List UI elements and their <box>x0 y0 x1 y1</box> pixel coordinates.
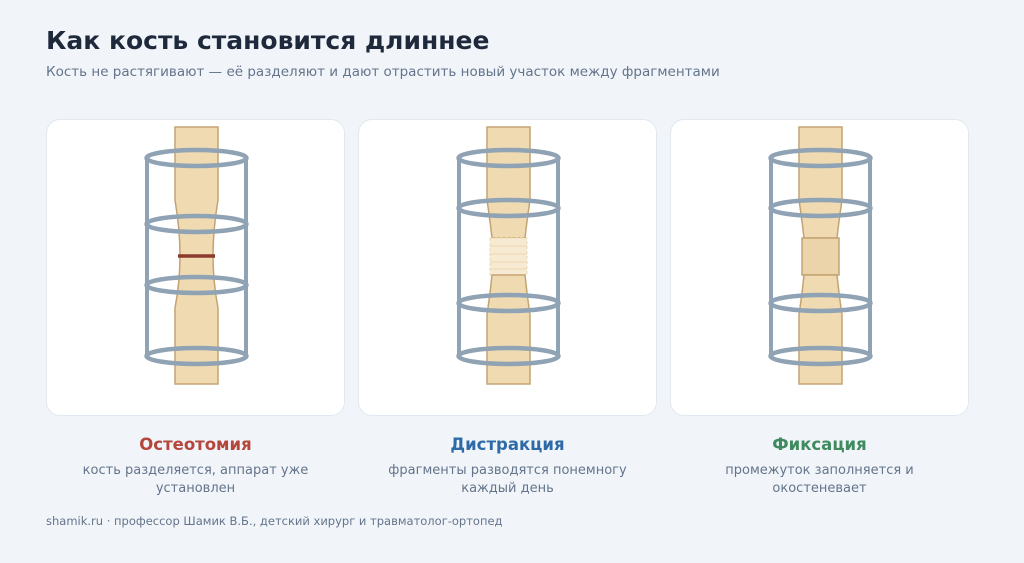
frame-ring <box>456 147 561 169</box>
stage-fixation-caption: Фиксация промежуток заполняется и окосте… <box>670 434 969 498</box>
stage-distraction-panel <box>358 119 657 416</box>
frame-ring <box>768 292 873 314</box>
frame-ring <box>768 345 873 367</box>
frame-ring <box>456 345 561 367</box>
fixation-illustration <box>768 126 873 385</box>
regenerate-zone <box>489 237 528 276</box>
frame-ring <box>144 147 249 169</box>
frame-ring <box>768 147 873 169</box>
bone-lower-part <box>798 274 843 385</box>
footer-credit: shamik.ru · профессор Шамик В.Б., детски… <box>46 514 503 528</box>
stage-osteotomy-panel <box>46 119 345 416</box>
distraction-illustration <box>456 126 561 385</box>
stage-distraction-caption: Дистракция фрагменты разводятся понемног… <box>358 434 657 498</box>
bone-upper-part <box>798 126 843 239</box>
bone-lower-fragment <box>486 274 531 385</box>
page-title: Как кость становится длиннее <box>46 26 490 55</box>
stage-title: Остеотомия <box>139 435 252 454</box>
page-subtitle: Кость не растягивают — её разделяют и да… <box>46 64 720 80</box>
frame-ring <box>456 292 561 314</box>
stage-description: кость разделяется, аппарат уже установле… <box>82 463 309 496</box>
frame-ring <box>768 197 873 219</box>
frame-ring <box>144 274 249 296</box>
frame-ring <box>144 213 249 235</box>
stage-title: Фиксация <box>772 435 867 454</box>
stage-description: промежуток заполняется и окостеневает <box>725 463 914 496</box>
frame-ring <box>456 197 561 219</box>
stage-osteotomy-caption: Остеотомия кость разделяется, аппарат уж… <box>46 434 345 498</box>
stage-fixation-panel <box>670 119 969 416</box>
osteotomy-illustration <box>144 126 249 385</box>
bone-upper-fragment <box>486 126 531 239</box>
frame-ring <box>144 345 249 367</box>
ossified-segment <box>801 237 840 276</box>
stage-description: фрагменты разводятся понемногу каждый де… <box>388 463 627 496</box>
stage-title: Дистракция <box>450 435 565 454</box>
